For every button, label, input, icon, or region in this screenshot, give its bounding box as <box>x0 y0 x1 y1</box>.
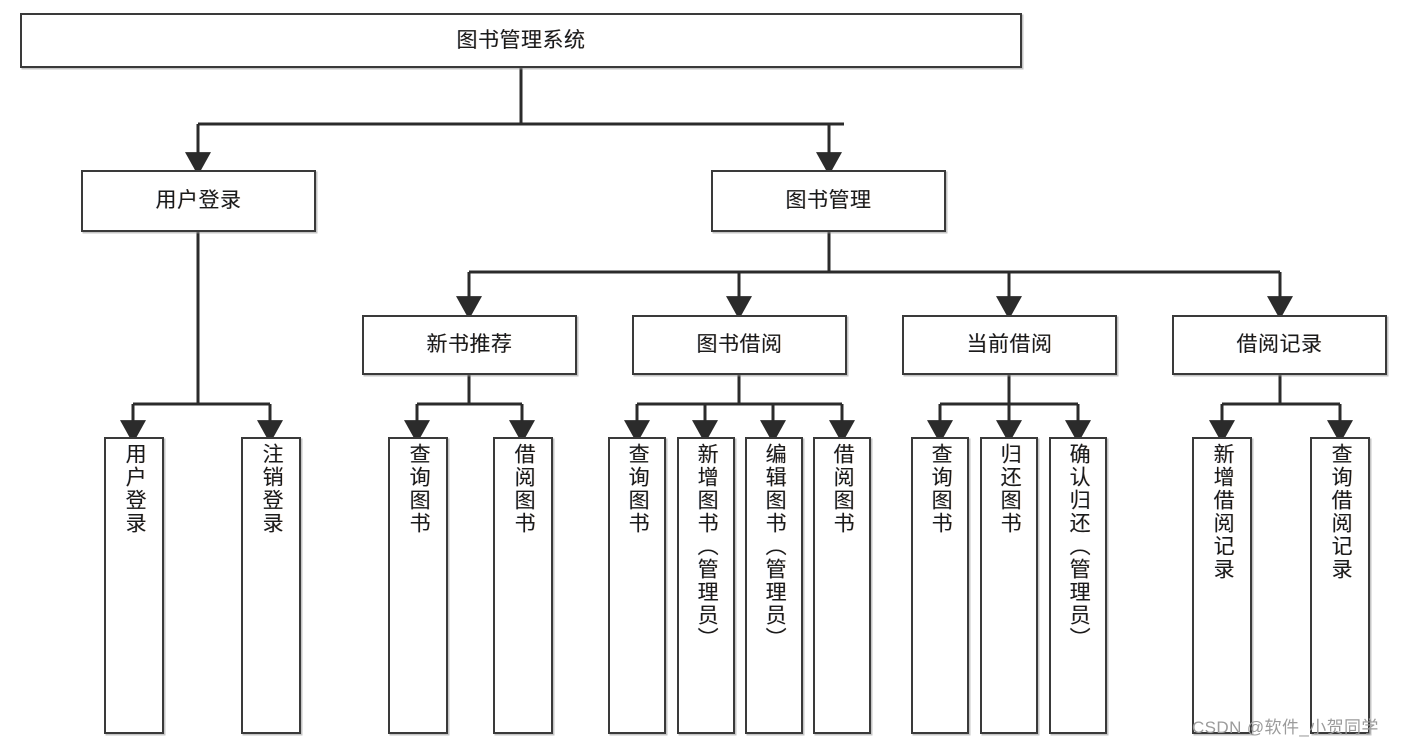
node-leaf-query-book-borrow[interactable]: 查询图书 <box>608 437 666 734</box>
node-current-borrow-label: 当前借阅 <box>966 333 1053 357</box>
node-leaf-borrow-book-label: 借阅图书 <box>831 443 855 535</box>
node-current-borrow[interactable]: 当前借阅 <box>902 315 1117 375</box>
node-leaf-add-record-label: 新增借阅记录 <box>1211 443 1235 581</box>
node-leaf-query-book-cur-label: 查询图书 <box>929 443 953 535</box>
node-root[interactable]: 图书管理系统 <box>20 13 1022 68</box>
node-leaf-borrow-book-rec[interactable]: 借阅图书 <box>493 437 553 734</box>
node-user-login[interactable]: 用户登录 <box>81 170 316 232</box>
node-new-book-recommend-label: 新书推荐 <box>426 333 513 357</box>
node-leaf-add-record[interactable]: 新增借阅记录 <box>1192 437 1252 734</box>
node-leaf-user-logout[interactable]: 注销登录 <box>241 437 301 734</box>
node-leaf-confirm-return[interactable]: 确认归还（管理员） <box>1049 437 1107 734</box>
csdn-watermark: CSDN @软件_小贺同学 <box>1192 718 1379 737</box>
node-leaf-query-book-rec[interactable]: 查询图书 <box>388 437 448 734</box>
node-leaf-return-book-label: 归还图书 <box>998 443 1022 535</box>
node-borrow-record-label: 借阅记录 <box>1236 333 1323 357</box>
node-leaf-query-book-borrow-label: 查询图书 <box>626 443 650 535</box>
node-book-borrow-label: 图书借阅 <box>696 333 783 357</box>
node-leaf-edit-book[interactable]: 编辑图书（管理员） <box>745 437 803 734</box>
node-root-label: 图书管理系统 <box>456 28 586 52</box>
node-new-book-recommend[interactable]: 新书推荐 <box>362 315 577 375</box>
node-leaf-add-book-label: 新增图书（管理员） <box>695 443 719 650</box>
node-leaf-user-logout-label: 注销登录 <box>260 443 284 535</box>
node-book-manage[interactable]: 图书管理 <box>711 170 946 232</box>
node-leaf-user-login-label: 用户登录 <box>123 443 147 535</box>
node-leaf-add-book[interactable]: 新增图书（管理员） <box>677 437 735 734</box>
node-leaf-borrow-book[interactable]: 借阅图书 <box>813 437 871 734</box>
node-book-borrow[interactable]: 图书借阅 <box>632 315 847 375</box>
node-leaf-edit-book-label: 编辑图书（管理员） <box>763 443 787 650</box>
node-leaf-borrow-book-rec-label: 借阅图书 <box>512 443 536 535</box>
node-leaf-return-book[interactable]: 归还图书 <box>980 437 1038 734</box>
node-leaf-confirm-return-label: 确认归还（管理员） <box>1067 443 1091 650</box>
node-leaf-query-record-label: 查询借阅记录 <box>1329 443 1353 581</box>
node-leaf-user-login[interactable]: 用户登录 <box>104 437 164 734</box>
node-borrow-record[interactable]: 借阅记录 <box>1172 315 1387 375</box>
node-leaf-query-book-rec-label: 查询图书 <box>407 443 431 535</box>
node-leaf-query-record[interactable]: 查询借阅记录 <box>1310 437 1370 734</box>
node-leaf-query-book-cur[interactable]: 查询图书 <box>911 437 969 734</box>
node-book-manage-label: 图书管理 <box>785 189 872 213</box>
node-user-login-label: 用户登录 <box>155 189 242 213</box>
